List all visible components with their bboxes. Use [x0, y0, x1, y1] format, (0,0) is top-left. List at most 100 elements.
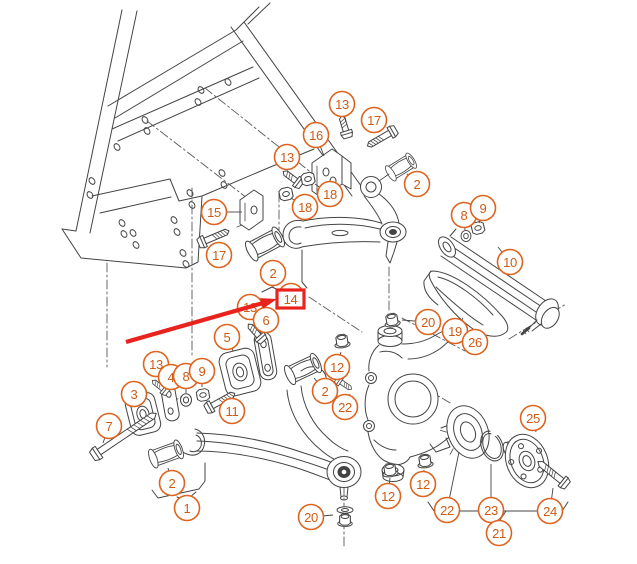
callout-9[interactable]: 9	[188, 357, 216, 388]
callout-18[interactable]: 18	[290, 193, 319, 221]
washer-8-lower	[180, 393, 192, 407]
callout-number: 9	[199, 364, 206, 379]
callout-20[interactable]: 20	[401, 308, 442, 336]
callout-2[interactable]: 2	[158, 467, 186, 497]
callout-19[interactable]: 19	[441, 317, 469, 345]
callout-12[interactable]: 12	[323, 351, 351, 381]
callout-7[interactable]: 7	[95, 412, 123, 444]
callout-2[interactable]: 2	[259, 259, 287, 288]
callout-number: 11	[226, 404, 239, 419]
callout-number: 19	[448, 324, 462, 339]
callout-25[interactable]: 25	[519, 404, 547, 433]
callout-number: 22	[440, 503, 454, 518]
wheel-hub	[504, 433, 550, 489]
callout-number: 1	[184, 501, 191, 516]
highlighted-callout-14[interactable]: 14	[125, 282, 306, 345]
callout-number: 12	[381, 489, 395, 504]
bracket-15	[239, 189, 264, 231]
nut-12-a	[333, 333, 351, 350]
rod-guard	[423, 270, 509, 337]
callout-17[interactable]: 17	[360, 106, 388, 134]
nut-9-lower	[195, 387, 211, 403]
callout-number: 5	[224, 330, 231, 345]
callout-number: 23	[484, 503, 498, 518]
callout-15[interactable]: 15	[200, 198, 243, 226]
washer-20-bottom	[336, 506, 354, 514]
callout-number: 25	[526, 411, 540, 426]
callout-number: 2	[322, 384, 329, 399]
callout-number: 4	[168, 370, 175, 385]
steering-knuckle	[363, 324, 460, 482]
callout-number: 8	[183, 369, 190, 384]
callout-5[interactable]: 5	[213, 323, 241, 352]
callout-number: 13	[149, 357, 163, 372]
group-line-14	[301, 249, 308, 289]
callout-2[interactable]: 2	[311, 377, 339, 405]
callout-12[interactable]: 12	[409, 469, 437, 498]
callout-number: 18	[323, 187, 337, 202]
callout-6[interactable]: 6	[252, 306, 280, 334]
callout-number: 2	[270, 266, 277, 281]
callout-1[interactable]: 1	[173, 494, 201, 522]
upper-control-arm	[282, 176, 407, 264]
highlighted-number: 14	[284, 292, 298, 307]
callout-3[interactable]: 3	[120, 380, 148, 408]
callout-number: 26	[468, 335, 482, 350]
callout-number: 20	[304, 510, 318, 525]
callout-number: 17	[367, 113, 381, 128]
callout-13[interactable]: 13	[273, 143, 301, 171]
callout-9[interactable]: 9	[469, 194, 497, 224]
clamp-bracket-5	[218, 347, 262, 397]
bushing-lower-front	[146, 438, 186, 470]
callout-2[interactable]: 2	[403, 170, 431, 198]
callout-number: 24	[543, 504, 557, 519]
nut-20-bottom	[337, 513, 353, 527]
callout-number: 2	[414, 177, 421, 192]
callout-number: 2	[169, 476, 176, 491]
callout-number: 10	[503, 255, 517, 270]
callout-number: 12	[416, 477, 430, 492]
subframe-holes	[86, 78, 232, 268]
callout-13[interactable]: 13	[328, 90, 356, 123]
callout-22[interactable]: 22	[331, 393, 359, 421]
nut-18-b	[277, 186, 295, 202]
track-rod	[438, 228, 560, 336]
callout-11[interactable]: 11	[218, 397, 246, 425]
circlip	[480, 426, 504, 462]
callout-number: 6	[263, 313, 270, 328]
callout-number: 18	[298, 200, 312, 215]
callout-number: 22	[338, 400, 352, 415]
callout-number: 16	[309, 128, 323, 143]
wheel-bearing	[439, 405, 490, 459]
callout-number: 13	[280, 150, 294, 165]
callout-10[interactable]: 10	[496, 246, 524, 276]
callout-number: 17	[212, 248, 226, 263]
callout-23[interactable]: 23	[477, 464, 505, 524]
highlight-arrow-shaft	[125, 300, 265, 345]
callout-number: 3	[131, 387, 138, 402]
callout-number: 21	[492, 526, 506, 541]
callout-number: 15	[207, 205, 221, 220]
bushing-upper-front	[242, 224, 288, 264]
callout-22[interactable]: 22	[433, 451, 461, 524]
callout-number: 20	[421, 315, 435, 330]
highlight-arrow-head	[260, 298, 277, 309]
callout-24[interactable]: 24	[536, 487, 564, 525]
lower-control-arm	[177, 366, 362, 501]
callout-16[interactable]: 16	[302, 121, 330, 157]
callout-21[interactable]: 21	[485, 519, 513, 547]
callout-12[interactable]: 12	[374, 477, 402, 510]
callout-number: 7	[106, 419, 113, 434]
nut-20-top	[382, 311, 402, 329]
callout-number: 12	[330, 360, 344, 375]
callout-number: 13	[335, 97, 349, 112]
callout-20[interactable]: 20	[297, 503, 334, 531]
callout-18[interactable]: 18	[314, 180, 344, 208]
callout-number: 9	[480, 201, 487, 216]
callout-number: 8	[461, 208, 468, 223]
bushing-upper-rear	[378, 151, 419, 183]
callout-17[interactable]: 17	[205, 241, 233, 269]
callout-26[interactable]: 26	[461, 328, 489, 356]
